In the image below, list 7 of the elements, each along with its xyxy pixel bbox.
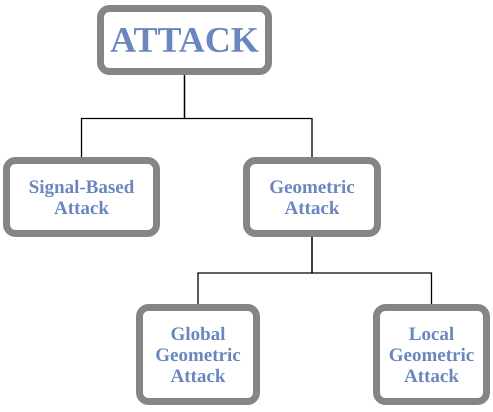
process-box: Signal-Based Attack: [3, 157, 160, 237]
connector: [311, 237, 432, 304]
process-box: Global Geometric Attack: [136, 304, 260, 405]
process-box: ATTACK: [97, 5, 272, 75]
process-box: Local Geometric Attack: [373, 304, 490, 405]
process-box: Geometric Attack: [243, 157, 381, 237]
connector: [184, 75, 313, 157]
